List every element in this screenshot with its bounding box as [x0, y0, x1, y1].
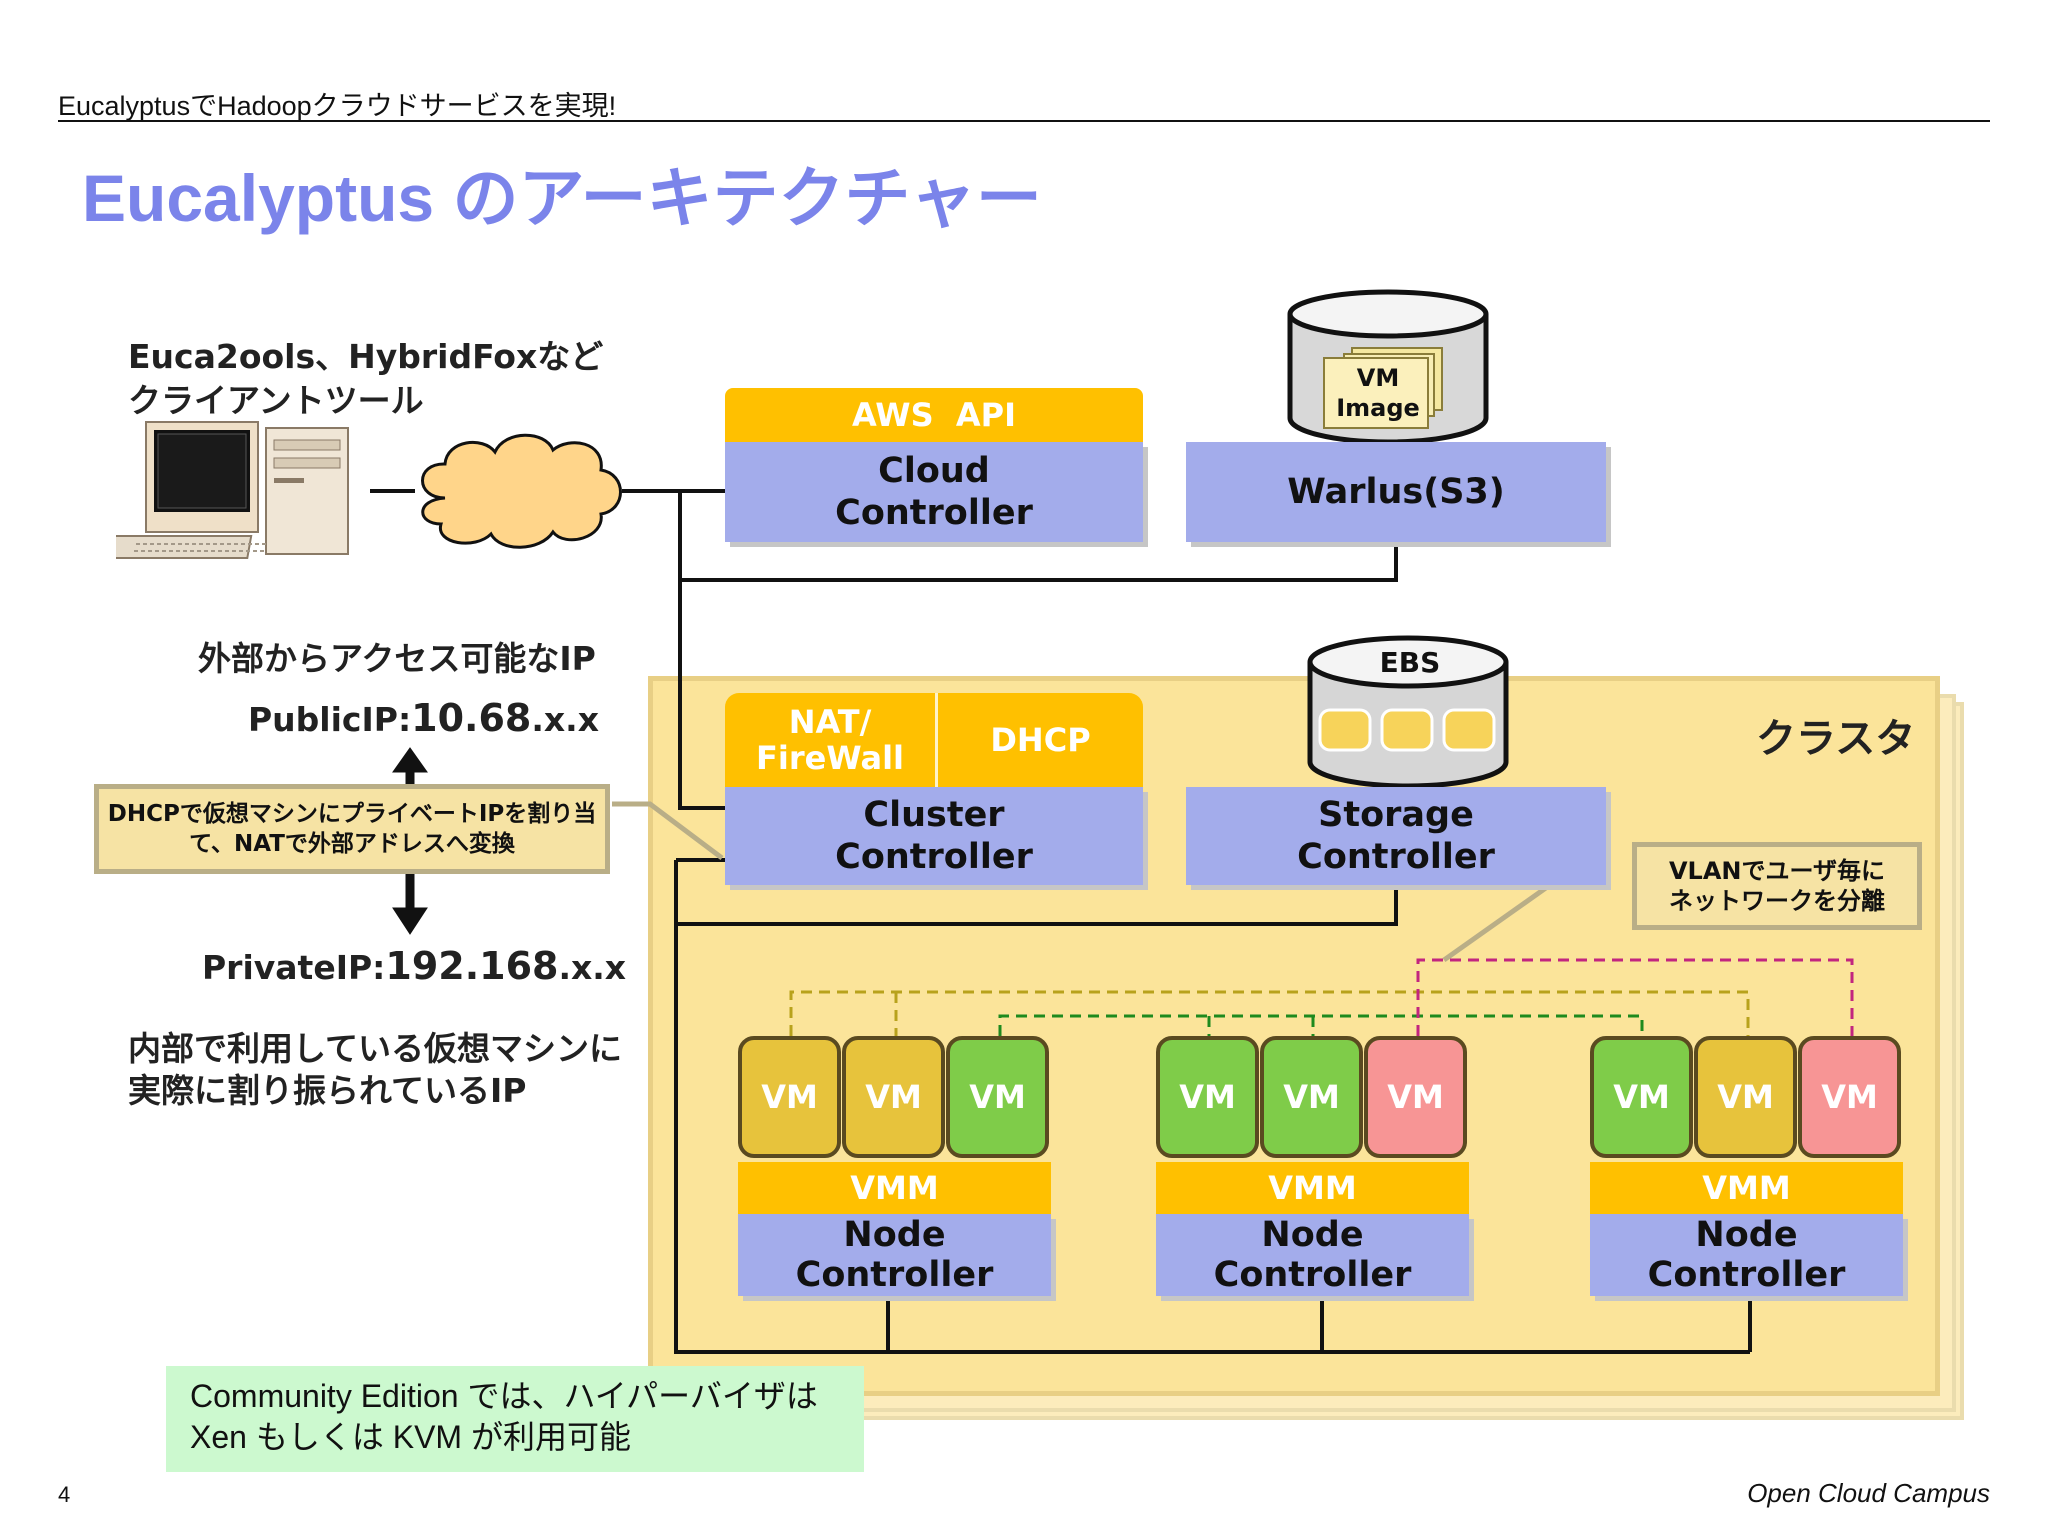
private-ip-suffix: .x.x [558, 948, 627, 987]
vm-box: VM [1364, 1036, 1467, 1158]
nat-label-line1: NAT/ [788, 703, 872, 741]
vlan-note-line2: ネットワークを分離 [1669, 887, 1885, 915]
storage-controller-line2: Controller [1297, 837, 1495, 877]
walrus-box: Warlus(S3) [1186, 442, 1606, 542]
link-clc-cc [678, 580, 726, 810]
vm-box: VM [946, 1036, 1049, 1158]
cloud-icon [421, 433, 622, 549]
dhcp-nat-note-line1: DHCPで仮想マシンにプライベートIPを割り当 [107, 801, 597, 827]
node-controller-line2: Controller [1647, 1255, 1846, 1295]
vm-box: VM [1260, 1036, 1363, 1158]
community-note-line2: Xen もしくは KVM が利用可能 [190, 1419, 631, 1455]
dhcp-nat-note: DHCPで仮想マシンにプライベートIPを割り当 て、NATで外部アドレスへ変換 [94, 784, 610, 874]
cluster-label: クラスタ [1756, 716, 1916, 762]
vlan-magenta [1416, 958, 1854, 1036]
public-ip-row: PublicIP:10.68.x.x [248, 696, 599, 740]
cloud-controller-line1: Cloud [878, 451, 990, 491]
vlan-olive [789, 990, 1750, 1036]
aws-api-bar: AWS API [725, 388, 1143, 442]
storage-controller-box: Storage Controller [1186, 787, 1606, 885]
arrow-up-icon [392, 747, 428, 773]
external-ip-heading: 外部からアクセス可能なIP [198, 639, 596, 678]
cluster-controller-box: Cluster Controller [725, 787, 1143, 885]
cloud-controller-line2: Controller [835, 493, 1033, 533]
node-controller-box: Node Controller [1156, 1214, 1469, 1296]
cloud-controller-box: Cloud Controller [725, 442, 1143, 542]
dhcp-nat-note-line2: て、NATで外部アドレスへ変換 [189, 831, 515, 857]
public-ip-suffix: .x.x [531, 700, 600, 739]
community-note-line1: Community Edition では、ハイパーバイザは [190, 1378, 818, 1414]
node-controller-line2: Controller [795, 1255, 994, 1295]
storage-controller-line1: Storage [1318, 795, 1474, 835]
vm-box: VM [1156, 1036, 1259, 1158]
ebs-disk-icon [1307, 635, 1509, 789]
slide-title: Eucalyptus のアーキテクチャー [82, 161, 1042, 235]
header-title: EucalyptusでHadoopクラウドサービスを実現! [58, 91, 617, 121]
vm-box: VM [842, 1036, 945, 1158]
node-group: VM VM VM VMM Node Controller [1156, 1036, 1476, 1296]
client-tools-label-line2: クライアントツール [128, 381, 424, 420]
vlan-note: VLANでユーザ毎に ネットワークを分離 [1632, 842, 1922, 930]
internal-ip-line2: 実際に割り振られているIP [128, 1071, 527, 1110]
node-group: VM VM VM VMM Node Controller [1590, 1036, 1910, 1296]
node-controller-box: Node Controller [1590, 1214, 1903, 1296]
vm-image-label-line2: Image [1336, 394, 1420, 422]
node-controller-line2: Controller [1213, 1255, 1412, 1295]
pointer-vlan-note [1442, 882, 1552, 963]
vm-box: VM [1694, 1036, 1797, 1158]
vmm-bar: VMM [1590, 1162, 1903, 1214]
dhcp-label: DHCP [990, 721, 1091, 759]
private-ip-label: PrivateIP: [202, 948, 386, 987]
vmm-bar: VMM [1156, 1162, 1469, 1214]
client-computer-icon [116, 421, 349, 559]
walrus-label: Warlus(S3) [1287, 472, 1505, 512]
nat-firewall-box: NAT/ FireWall [725, 693, 935, 787]
footer-brand: Open Cloud Campus [1747, 1478, 1990, 1508]
vm-box: VM [1590, 1036, 1693, 1158]
vlan-note-line1: VLANでユーザ毎に [1668, 857, 1886, 885]
page-number: 4 [58, 1482, 71, 1507]
community-edition-note: Community Edition では、ハイパーバイザは Xen もしくは K… [166, 1366, 864, 1472]
dhcp-box: DHCP [935, 693, 1143, 787]
node-controller-box: Node Controller [738, 1214, 1051, 1296]
header-divider [58, 120, 1990, 122]
node-controller-line1: Node [1695, 1215, 1798, 1255]
vlan-green [998, 1014, 1644, 1036]
nat-label-line2: FireWall [756, 739, 904, 777]
internal-ip-line1: 内部で利用している仮想マシンに [128, 1029, 623, 1068]
cluster-controller-line2: Controller [835, 837, 1033, 877]
public-ip-value: 10.68 [411, 696, 532, 740]
link-clc-walrus [678, 491, 1398, 582]
cluster-controller-line1: Cluster [863, 795, 1005, 835]
private-ip-row: PrivateIP:192.168.x.x [202, 944, 626, 988]
client-tools-label-line1: Euca2ools、HybridFoxなど [128, 337, 604, 376]
ebs-label: EBS [1379, 646, 1441, 679]
node-controller-line1: Node [1261, 1215, 1364, 1255]
vmm-bar: VMM [738, 1162, 1051, 1214]
public-ip-label: PublicIP: [248, 700, 412, 739]
link-cc-sc [674, 860, 1398, 926]
node-group: VM VM VM VMM Node Controller [738, 1036, 1058, 1296]
vm-box: VM [738, 1036, 841, 1158]
arrow-down-icon [392, 907, 428, 935]
node-controller-line1: Node [843, 1215, 946, 1255]
vm-box: VM [1798, 1036, 1901, 1158]
private-ip-value: 192.168 [385, 944, 559, 988]
vm-image-label-line1: VM [1356, 364, 1400, 392]
pointer-dhcp-note [612, 801, 724, 860]
vm-image-disk-icon [1287, 289, 1489, 445]
link-node-bus [674, 924, 1750, 1354]
